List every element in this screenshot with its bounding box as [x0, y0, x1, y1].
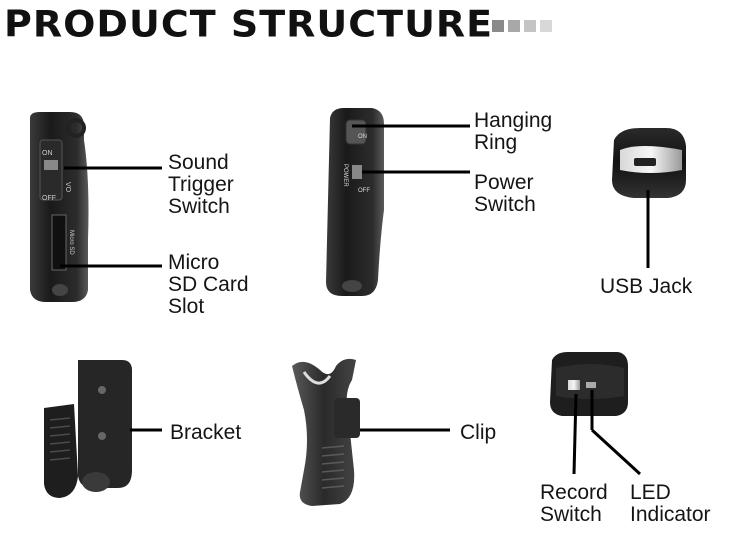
decor-square — [540, 20, 552, 32]
clip-label: Clip — [460, 421, 497, 444]
record-button-icon — [568, 380, 580, 390]
clip-illustration — [292, 358, 360, 506]
off-text-side: OFF — [358, 188, 370, 194]
usb-port-icon — [634, 158, 656, 166]
led-indicator-label: LED Indicator — [630, 481, 711, 526]
bracket-label: Bracket — [170, 421, 242, 444]
sound-trigger-switch-label: Sound Trigger Switch — [168, 151, 234, 218]
title-decoration — [492, 20, 552, 32]
page-title: PRODUCT STRUCTURE — [4, 3, 494, 45]
camera-front-view: ON OFF VO Micro SD — [30, 112, 89, 302]
micro-sd-text: Micro SD — [68, 230, 74, 255]
camera-side-view: ON POWER OFF — [326, 108, 384, 296]
leader-lines — [60, 124, 650, 476]
off-text: OFF — [42, 195, 56, 202]
vo-text: VO — [64, 182, 71, 193]
decor-square — [524, 20, 536, 32]
hanging-ring-icon — [66, 118, 86, 138]
bracket-illustration — [44, 360, 132, 498]
micro-sd-card-slot-label: Micro SD Card Slot — [168, 251, 249, 318]
record-switch-label: Record Switch — [540, 481, 608, 526]
led-icon — [586, 382, 596, 388]
on-text: ON — [42, 150, 53, 157]
hanging-ring-label: Hanging Ring — [474, 109, 553, 154]
decor-square — [492, 20, 504, 32]
decor-square — [508, 20, 520, 32]
usb-jack-closeup — [612, 128, 686, 198]
on-text-side: ON — [358, 134, 367, 140]
power-switch-label: Power Switch — [474, 171, 536, 216]
power-text: POWER — [342, 164, 348, 187]
record-led-closeup — [550, 352, 628, 416]
usb-jack-label: USB Jack — [600, 275, 693, 298]
